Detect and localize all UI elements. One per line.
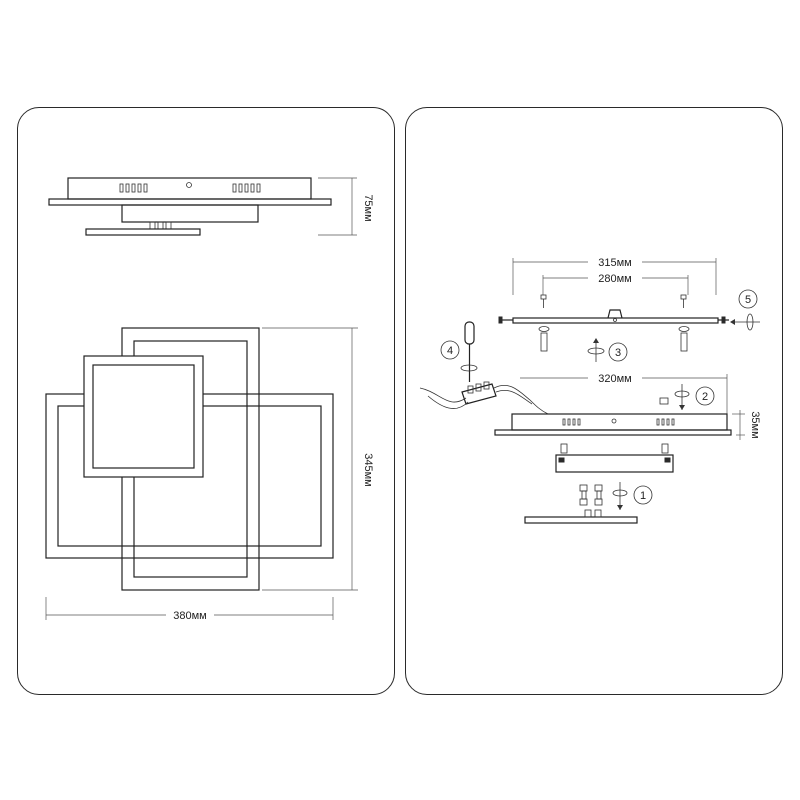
right-panel [405, 107, 783, 695]
side-view-housing [121, 204, 259, 223]
step-badge-3 [608, 342, 628, 362]
wall-anchor-left [538, 326, 550, 352]
rotate-arrow-5 [730, 313, 760, 331]
supply-wire [419, 387, 467, 403]
dim-bracket-outer-label: 315мм [598, 257, 631, 269]
dim-front-height: 345мм [262, 327, 374, 591]
step-label-3: 3 [615, 347, 621, 359]
base-assembly: 35мм 1 [494, 410, 761, 524]
fixing-nut [659, 397, 669, 405]
wall-anchor-right [678, 326, 690, 352]
step-badge-2 [695, 386, 715, 406]
dim-side-height: 75мм [318, 177, 374, 236]
step-label-5: 5 [745, 294, 751, 306]
ceiling-screw-left [540, 294, 547, 308]
base-plate [494, 429, 732, 436]
side-view-frame [48, 198, 332, 206]
dim-bracket-holes-label: 280мм [598, 273, 631, 285]
connector-left [560, 443, 568, 454]
rotate-arrow-2 [674, 384, 690, 410]
base-housing [511, 413, 728, 431]
front-square-outer [83, 355, 204, 478]
front-view: 345мм 380мм [45, 327, 374, 622]
terminal-block [461, 381, 497, 405]
wiring-step: 4 320мм 2 [419, 321, 728, 430]
step-label-1: 1 [640, 490, 646, 502]
side-view: 75мм [48, 177, 374, 236]
step-badge-4 [440, 340, 460, 360]
mounting-bracket: 315мм 280мм [498, 257, 760, 362]
step-label-4: 4 [447, 345, 453, 357]
frame-mount-bar [555, 454, 674, 473]
dim-front-width-label: 380мм [173, 610, 206, 622]
rotate-arrow-3 [587, 338, 605, 362]
side-view-vent-left [119, 183, 148, 193]
side-view-vent-right [232, 183, 261, 193]
side-view-screw-hole [186, 182, 192, 188]
base-vent-left [562, 418, 581, 426]
ceiling-screw-right [680, 294, 687, 308]
bracket-tab [607, 309, 623, 319]
step-badge-5 [738, 289, 758, 309]
side-view-body [67, 177, 312, 200]
dim-base-height-label: 35мм [749, 411, 761, 438]
connector-right [661, 443, 669, 454]
rotate-arrow-1 [612, 482, 628, 510]
screwdriver-icon [464, 321, 475, 382]
dim-front-width: 380мм [45, 597, 334, 622]
front-square-inner [92, 364, 195, 469]
dim-front-height-label: 345мм [362, 453, 374, 486]
side-view-bottom-frame [85, 228, 201, 236]
step-badge-1 [633, 485, 653, 505]
step-label-2: 2 [702, 391, 708, 403]
dim-base-width-label: 320мм [598, 373, 631, 385]
lamp-frame-bottom [524, 516, 638, 524]
plug-connectors [579, 484, 603, 506]
base-vent-right [656, 418, 675, 426]
dim-side-height-label: 75мм [362, 194, 374, 221]
